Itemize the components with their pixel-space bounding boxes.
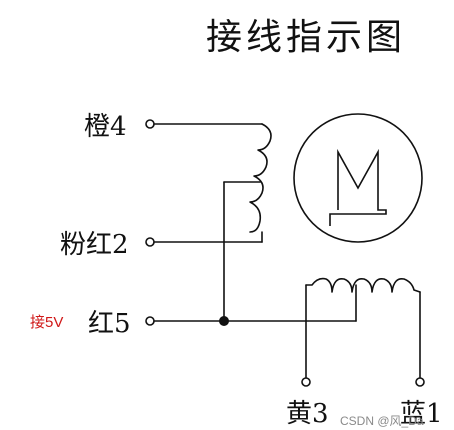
coil-b <box>305 277 421 293</box>
label-orange: 橙4 <box>84 112 127 142</box>
diagram-title: 接线指示图 <box>206 17 407 58</box>
watermark: CSDN @风_Da <box>340 414 424 428</box>
label-yellow: 黄3 <box>286 399 329 429</box>
terminal-blue <box>415 377 425 387</box>
terminal-yellow <box>301 377 311 387</box>
coil-a <box>249 123 272 233</box>
motor-circle <box>293 113 423 243</box>
label-pink: 粉红2 <box>60 230 129 260</box>
label-blue: 蓝1 <box>400 399 443 429</box>
junction-dot <box>219 316 229 326</box>
label-red: 红5 <box>88 309 131 339</box>
annotation-5v: 接5V <box>30 314 64 331</box>
